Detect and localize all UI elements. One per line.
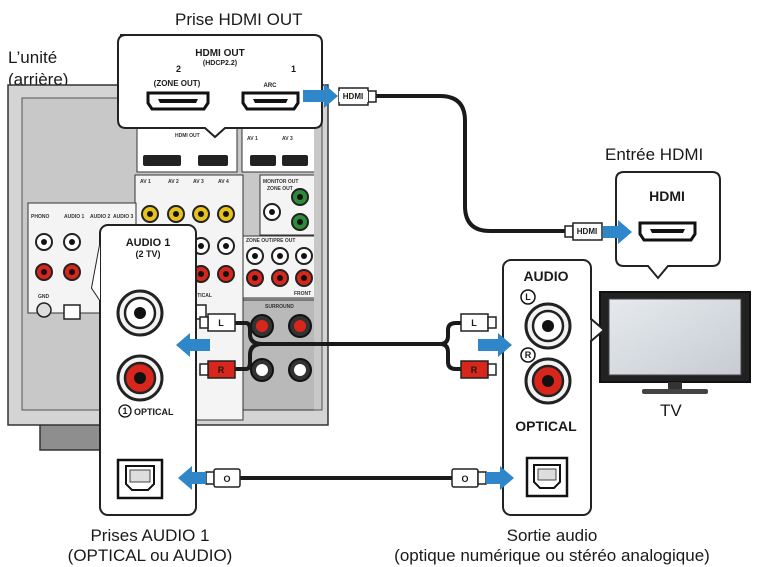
hdmi-input-caption: Entrée HDMI: [605, 145, 703, 164]
tv-hdmi-callout: HDMI: [615, 171, 721, 280]
panel-small-label: FRONT: [294, 291, 311, 297]
audio1-jacks-caption-line1: Prises AUDIO 1: [90, 526, 209, 545]
hdmi-plug-label: HDMI: [577, 227, 597, 236]
panel-small-label: OPTICAL: [190, 293, 212, 299]
hdmi-out-jack-caption: Prise HDMI OUT: [175, 10, 303, 29]
hdmi-out-title: HDMI OUT: [195, 48, 244, 59]
optical-port-icon: [116, 458, 164, 500]
optical-label: OPTICAL: [134, 407, 174, 417]
panel-small-label: AV 3: [193, 179, 204, 185]
arrow-icon: [178, 466, 206, 490]
optical-plug-label: O: [461, 474, 468, 484]
hdmi-port-icon: [146, 91, 210, 111]
right-plug-label: R: [218, 365, 225, 375]
arrow-icon: [303, 84, 338, 108]
right-channel-label: R: [525, 350, 532, 360]
right-channel-icon: [520, 347, 536, 363]
optical-number-icon: [118, 404, 132, 418]
zone-out-label: (ZONE OUT): [154, 79, 201, 88]
hdmi-port-icon: [250, 155, 276, 166]
hdmi-port-icon: [282, 155, 308, 166]
panel-small-label: AV 1: [247, 136, 258, 142]
audio1-callout: AUDIO 1 (2 TV) 1 OPTICAL: [90, 224, 197, 516]
left-channel-label: L: [525, 292, 531, 302]
left-channel-icon: [520, 289, 536, 305]
arrow-icon: [176, 333, 210, 357]
hdcp-label: (HDCP2.2): [203, 60, 237, 67]
panel-small-label: AV 1: [140, 179, 151, 185]
audio-output-caption-line1: Sortie audio: [507, 526, 598, 545]
hdmi-port-icon: [241, 91, 300, 111]
panel-small-label: HDMI OUT: [175, 133, 200, 139]
hdmi-out-callout: HDMI OUT (HDCP2.2) 2 1 (ZONE OUT) ARC: [117, 34, 323, 139]
panel-small-label: SURROUND: [265, 304, 294, 310]
port-2-number: 2: [176, 64, 181, 74]
hdmi-port-icon: [638, 221, 697, 242]
rca-jack-icon: [524, 357, 572, 405]
panel-small-label: AV 2: [168, 179, 179, 185]
audio1-subtitle: (2 TV): [135, 249, 160, 259]
arrow-icon: [478, 333, 512, 357]
arrow-icon: [486, 466, 514, 490]
audio1-jacks-caption-line2: (OPTICAL ou AUDIO): [68, 546, 233, 565]
panel-small-label: PHONO: [31, 214, 49, 220]
port-1-number: 1: [291, 64, 296, 74]
left-plug-label: L: [218, 318, 224, 328]
panel-small-label: AUDIO 1: [64, 214, 85, 220]
rca-jack-icon: [116, 289, 164, 337]
arc-label: ARC: [264, 83, 278, 89]
tv-audio-label: AUDIO: [523, 268, 568, 284]
hdmi-port-icon: [143, 155, 181, 166]
audio-output-caption-line2: (optique numérique ou stéréo analogique): [394, 546, 710, 565]
panel-small-label: ZONE OUT: [267, 186, 293, 192]
hdmi-port-icon: [198, 155, 228, 166]
hdmi-plug-label: HDMI: [343, 92, 363, 101]
right-plug-label: R: [471, 365, 478, 375]
optical-port-icon: [525, 456, 569, 498]
optical-plug-label: O: [223, 474, 230, 484]
tv-audio-panel: AUDIO L R OPTICAL: [502, 259, 606, 516]
arrow-icon: [603, 220, 632, 244]
panel-small-label: AUDIO 3: [113, 214, 134, 220]
unit-caption-line1: L’unité: [8, 48, 57, 67]
panel-small-label: AUDIO 2: [90, 214, 111, 220]
panel-small-label: ZONE OUT/PRE OUT: [246, 238, 295, 244]
panel-small-label: GND: [38, 294, 50, 300]
tv-optical-label: OPTICAL: [515, 418, 577, 434]
optical-cable: O O: [205, 468, 487, 488]
optical-port-icon: [63, 304, 81, 320]
panel-small-label: MONITOR OUT: [263, 179, 298, 185]
optical-number: 1: [122, 406, 127, 416]
audio1-title: AUDIO 1: [126, 237, 171, 249]
left-plug-label: L: [471, 318, 477, 328]
rca-cable: L R L R: [199, 313, 497, 379]
panel-small-label: AV 4: [218, 179, 229, 185]
tv-label: TV: [660, 401, 682, 420]
tv-hdmi-label: HDMI: [649, 188, 685, 204]
rca-jack-icon: [524, 302, 572, 350]
rca-jack-icon: [116, 354, 164, 402]
tv-icon: [599, 291, 751, 394]
hdmi-cable: HDMI HDMI: [338, 87, 603, 241]
panel-small-label: AV 3: [282, 136, 293, 142]
